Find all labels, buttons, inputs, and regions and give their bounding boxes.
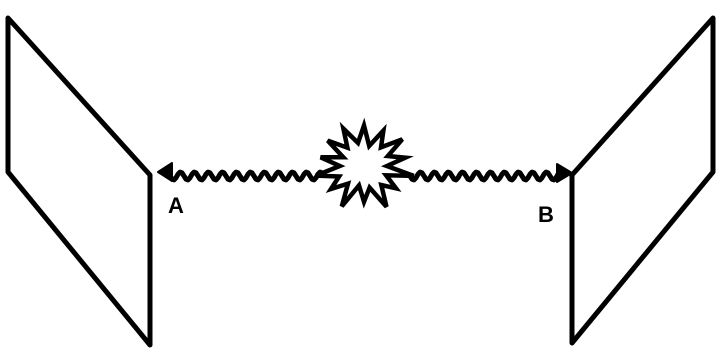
left-wave-arrow (170, 172, 322, 180)
left-screen (8, 18, 150, 345)
right-screen (572, 18, 713, 343)
right-wave-arrow (410, 172, 560, 180)
left-arrowhead-icon (158, 163, 172, 181)
label-b: B (538, 202, 554, 227)
starburst-icon (316, 126, 414, 207)
label-a: A (168, 193, 184, 218)
